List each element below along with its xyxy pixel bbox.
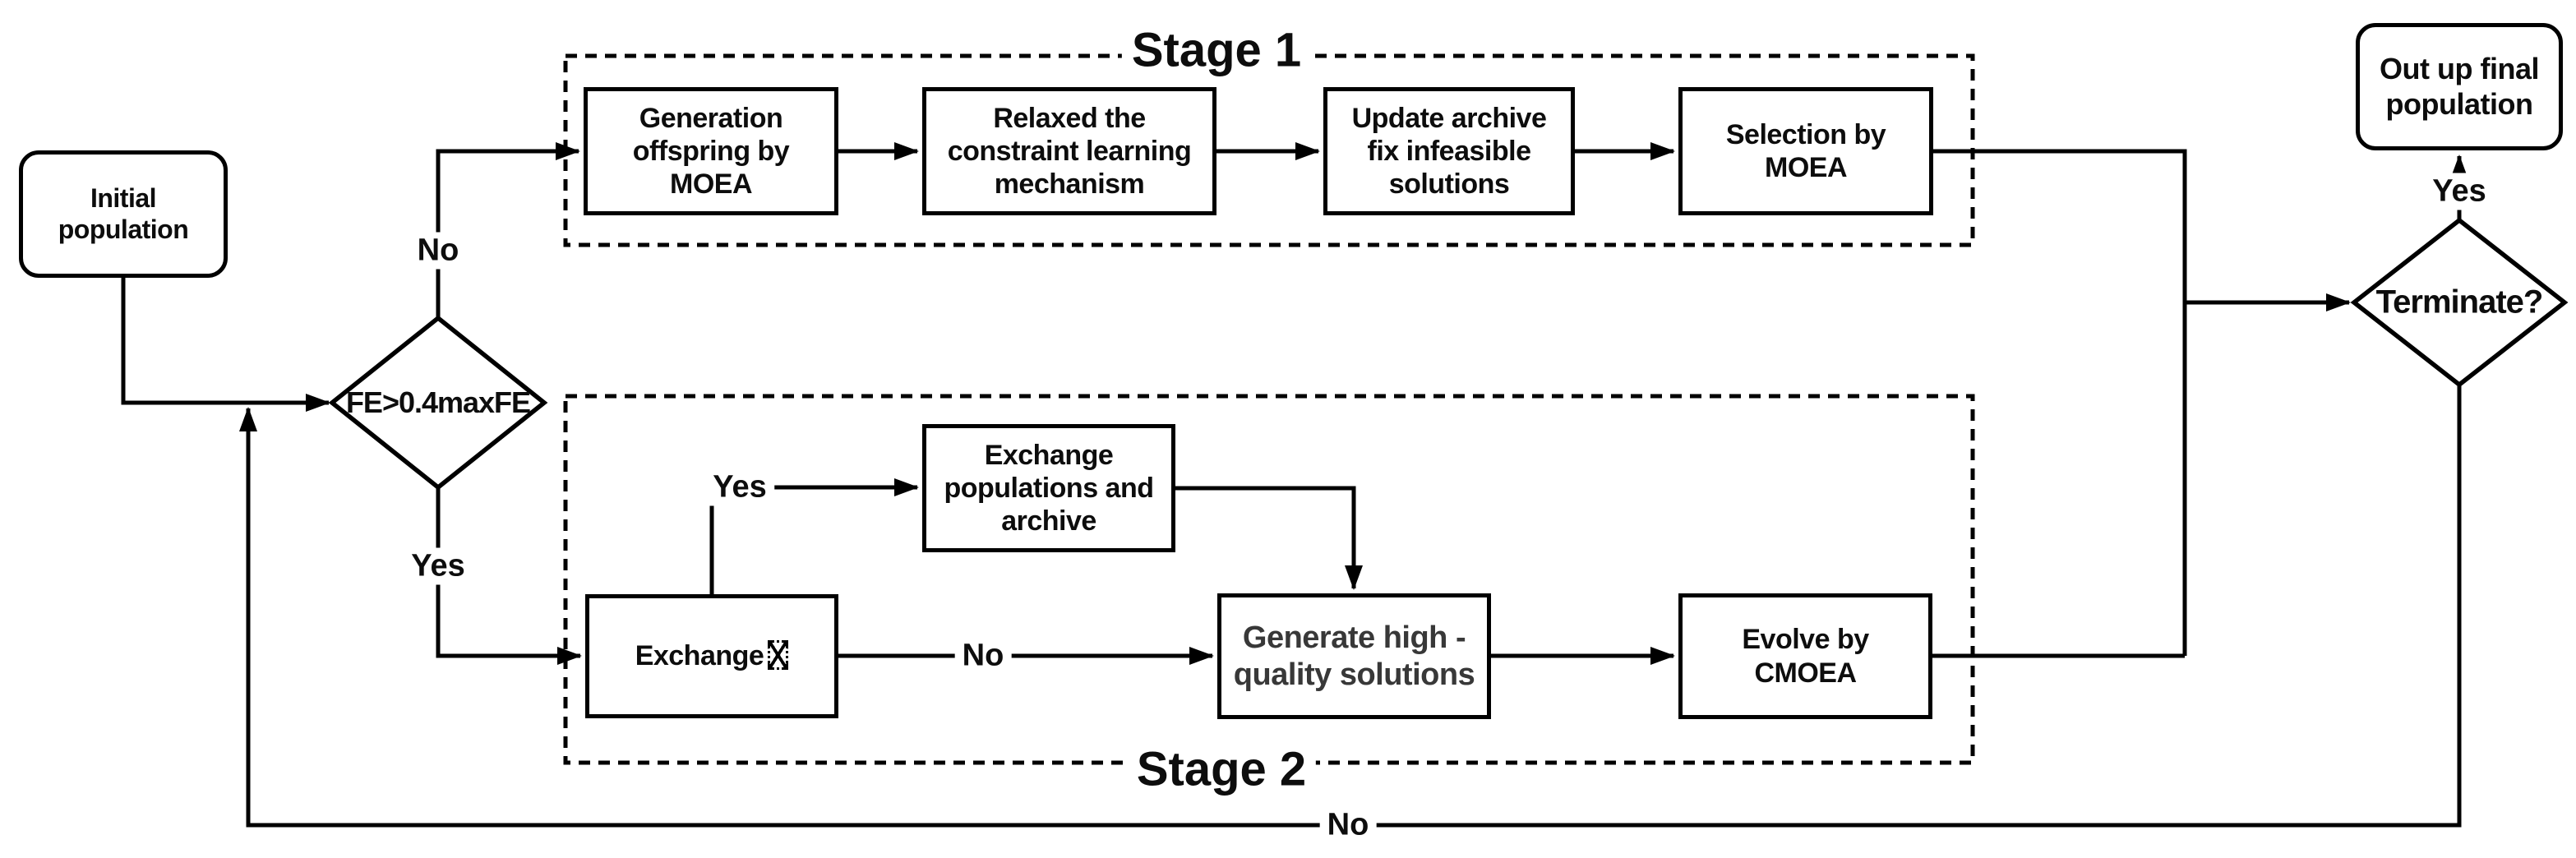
edge-label-no-bottom: No [1319,806,1377,844]
node-generate-hq: Generate high - quality solutions [1217,593,1491,719]
edge-label-yes-mid: Yes [705,468,774,506]
edge-label-no-mid: No [954,637,1012,675]
node-label: Evolve by CMOEA [1742,624,1869,689]
fe-check-diamond [328,315,548,491]
edge-fe-yes-to-exchange [436,487,582,665]
node-label: Exchange populations and archive [944,439,1154,537]
node-relaxed-constraint: Relaxed the constraint learning mechanis… [922,87,1216,215]
node-generation-offspring: Generation offspring by MOEA [584,87,838,215]
edge-exchangepop-to-generatehq [1175,486,1363,590]
node-selection-moea: Selection by MOEA [1678,87,1933,215]
node-label: Exchange [635,639,789,672]
edge-selection-to-trunk [1933,149,2187,656]
node-label: Update archive fix infeasible solutions [1351,102,1547,201]
node-label: Relaxed the constraint learning mechanis… [947,102,1192,201]
edge-label-yes-left: Yes [404,547,473,585]
node-label: Generate high - quality solutions [1233,620,1475,692]
edge-initial-to-fe [121,278,330,412]
node-exchange-check: Exchange [585,594,838,718]
fe-check-label: FE>0.4maxFE [345,385,531,419]
node-label: Out up final population [2380,52,2539,121]
edge-label-no-top: No [409,232,467,270]
node-update-archive: Update archive fix infeasible solutions [1323,87,1575,215]
stage1-title: Stage 1 [1121,22,1312,78]
stage2-title: Stage 2 [1126,741,1317,797]
edge-label-yes-right: Yes [2425,173,2494,210]
node-initial-population: Initial population [19,150,228,278]
node-label: Initial population [58,182,189,244]
terminate-diamond [2350,217,2569,388]
node-evolve-cmoea: Evolve by CMOEA [1678,593,1932,719]
terminate-label: Terminate? [2375,284,2544,321]
node-output-final: Out up final population [2356,23,2563,150]
node-label: Selection by MOEA [1725,118,1886,183]
missing-glyph-icon [768,640,789,671]
node-label: Generation offspring by MOEA [632,102,790,201]
node-exchange-populations: Exchange populations and archive [922,424,1175,552]
